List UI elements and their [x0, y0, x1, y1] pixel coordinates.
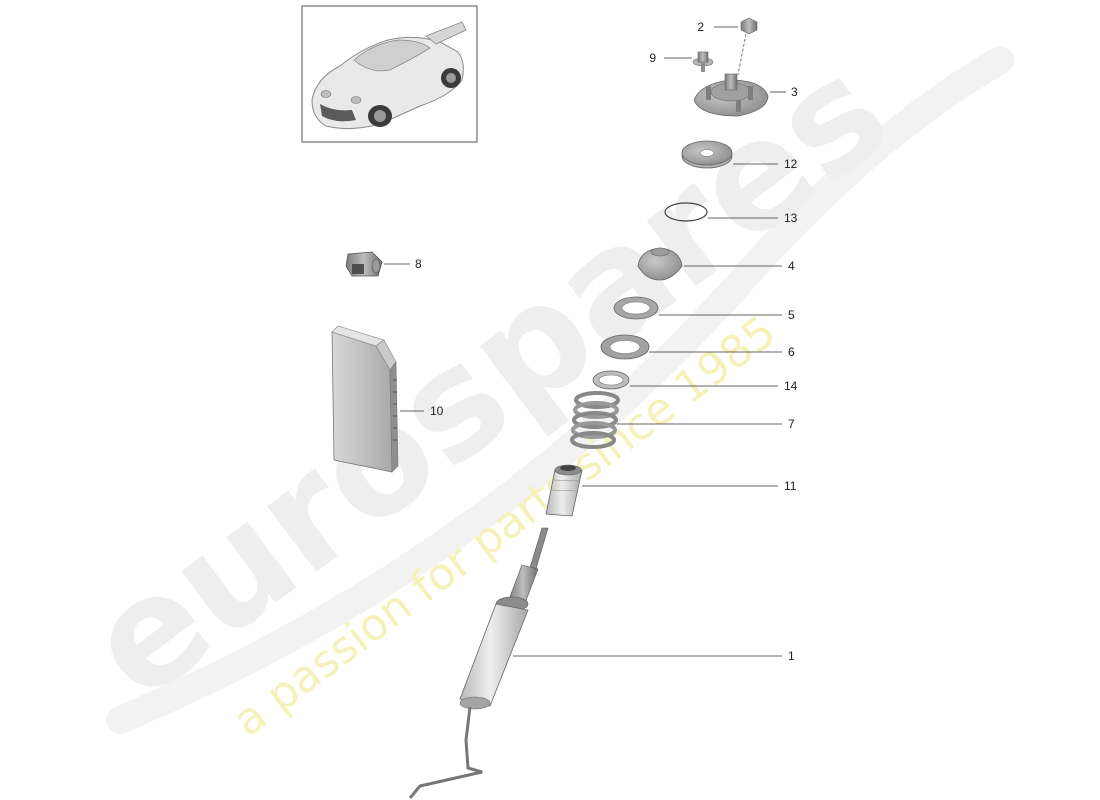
callout-4: 4 [684, 259, 795, 273]
svg-text:14: 14 [784, 379, 798, 393]
svg-text:5: 5 [788, 308, 795, 322]
callout-7: 7 [617, 417, 795, 431]
part-sensor [345, 251, 383, 277]
car-illustration [311, 21, 467, 130]
svg-text:11: 11 [784, 479, 797, 493]
svg-text:9: 9 [649, 51, 656, 65]
svg-text:1: 1 [788, 649, 795, 663]
part-flat-disc [681, 140, 733, 169]
part-nut [740, 17, 758, 35]
callout-12: 12 [733, 157, 798, 171]
svg-text:6: 6 [788, 345, 795, 359]
watermark-swoosh [106, 46, 1014, 734]
part-bump-cap [637, 247, 683, 281]
svg-text:8: 8 [415, 257, 422, 271]
callout-10: 10 [400, 404, 444, 418]
callout-11: 11 [582, 479, 797, 493]
callout-6: 6 [649, 345, 795, 359]
callout-9: 9 [649, 51, 692, 65]
vehicle-thumbnail [301, 5, 478, 143]
svg-text:10: 10 [430, 404, 444, 418]
part-shock-absorber [408, 527, 549, 799]
part-ring-middle [600, 334, 650, 360]
part-control-unit [331, 325, 399, 473]
svg-text:12: 12 [784, 157, 798, 171]
callout-2: 2 [697, 20, 738, 34]
callout-5: 5 [659, 308, 795, 322]
svg-text:13: 13 [784, 211, 798, 225]
part-top-mount [693, 33, 769, 117]
part-coil-spring [570, 391, 620, 449]
callout-14: 14 [630, 379, 798, 393]
watermark: eurospares a passion for parts since 198… [57, 24, 1014, 747]
callout-1: 1 [513, 649, 795, 663]
part-ring-upper [613, 296, 659, 320]
callout-3: 3 [770, 85, 798, 99]
svg-text:2: 2 [697, 20, 704, 34]
part-ring-lower [592, 370, 630, 390]
callout-13: 13 [708, 211, 798, 225]
svg-text:7: 7 [788, 417, 795, 431]
svg-text:3: 3 [791, 85, 798, 99]
svg-text:4: 4 [788, 259, 795, 273]
part-dust-boot [545, 464, 583, 517]
part-bolt-washer [692, 51, 714, 72]
part-o-ring [664, 202, 708, 222]
callout-8: 8 [384, 257, 422, 271]
